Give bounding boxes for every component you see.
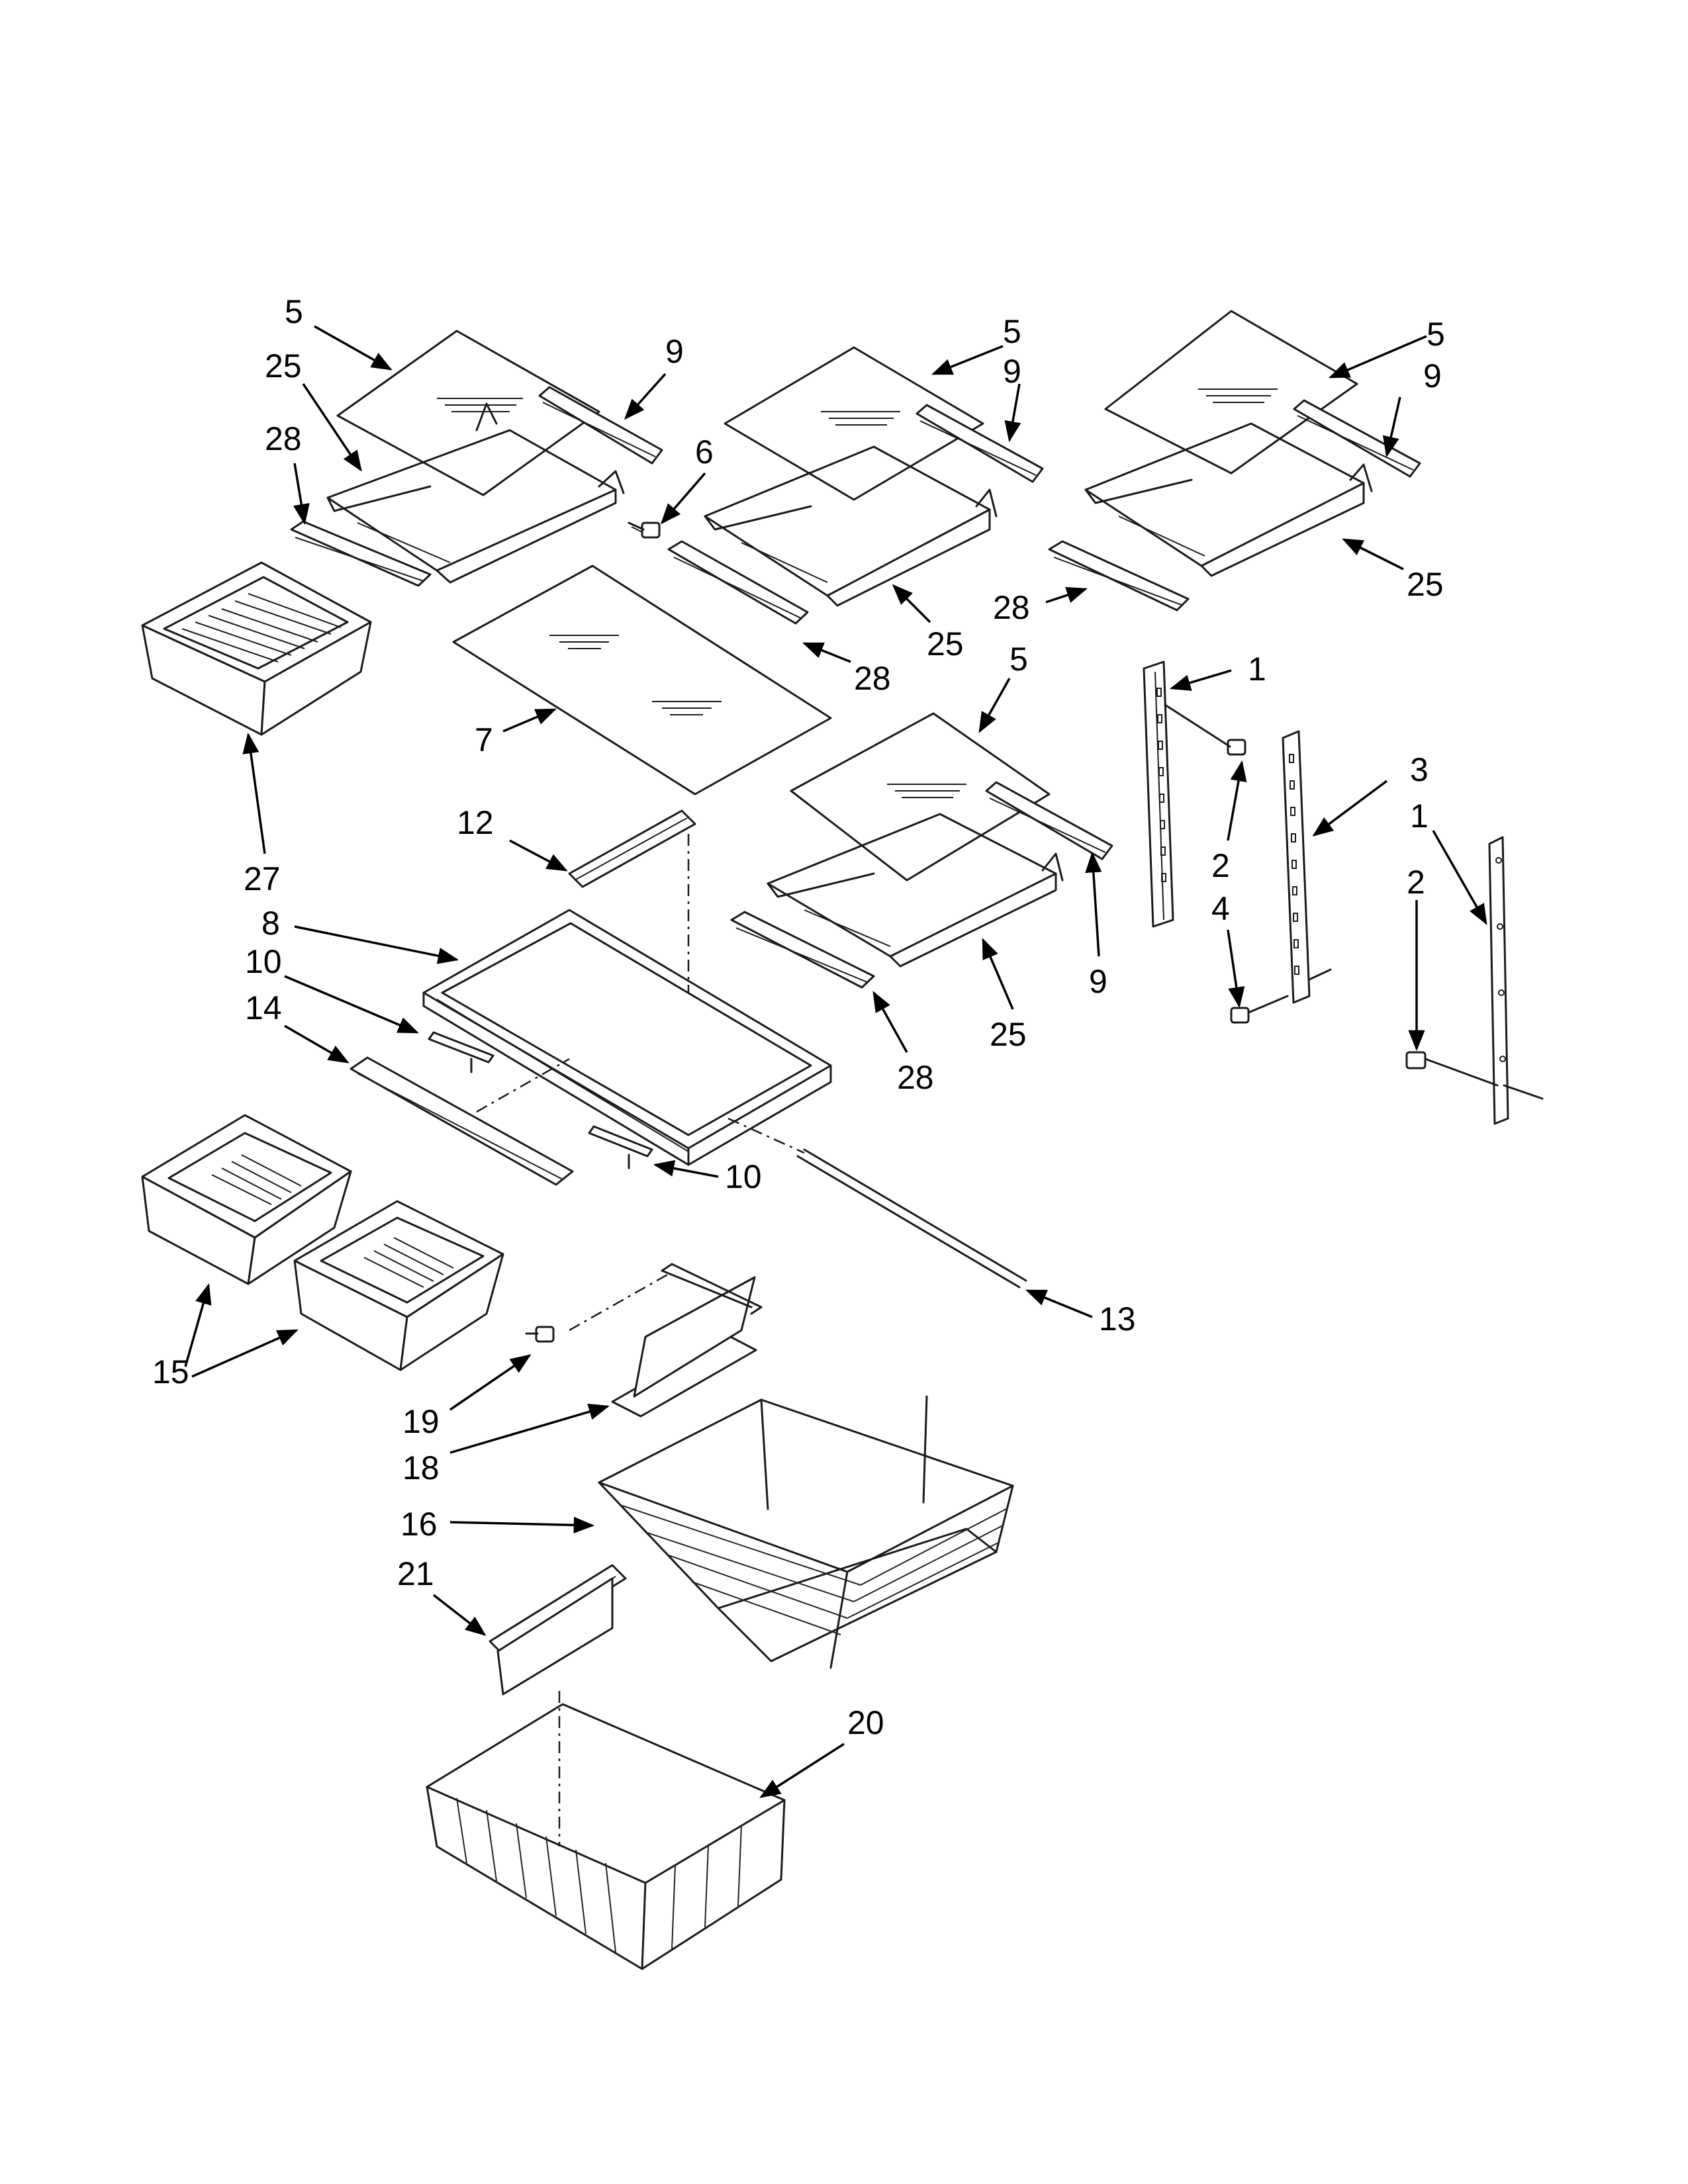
- callout-25: 25: [265, 347, 302, 385]
- screw-2b-icon: [1405, 1051, 1499, 1087]
- callout-labels: 5 25 28 9 6 5 9 25 28 5 9 25 28 7 27 5 9…: [152, 293, 1445, 1741]
- callout-15: 15: [152, 1353, 189, 1390]
- shelf-trim-9a: [538, 386, 663, 465]
- callout-28: 28: [993, 589, 1030, 626]
- crisper-drawer-15b: [293, 1200, 504, 1371]
- callout-2: 2: [1407, 864, 1425, 901]
- wire-basket-20: [425, 1691, 786, 1970]
- cover-bracket-12: [568, 809, 696, 888]
- glass-reflection-5a: [437, 398, 523, 412]
- callout-12: 12: [457, 804, 494, 841]
- callout-14: 14: [245, 989, 282, 1026]
- callout-25: 25: [1407, 566, 1444, 603]
- glass-shelf-5c: [1104, 310, 1358, 475]
- cover-strip-14: [350, 1056, 574, 1186]
- callout-20: 20: [847, 1704, 884, 1741]
- callout-3: 3: [1410, 751, 1429, 788]
- callout-5: 5: [1427, 316, 1445, 353]
- callout-9: 9: [1423, 357, 1442, 394]
- shelf-trim-28b: [667, 540, 809, 625]
- callout-6: 6: [695, 433, 714, 471]
- callout-9: 9: [1089, 963, 1107, 1000]
- crisper-drawer-27: [141, 561, 372, 736]
- callout-10: 10: [245, 943, 282, 980]
- shelf-trim-28d: [730, 911, 875, 989]
- callout-28: 28: [265, 420, 302, 457]
- callout-4: 4: [1211, 890, 1230, 927]
- shelf-assembly-upper-middle: [667, 346, 1044, 625]
- shelf-assembly-upper-left: [290, 330, 663, 587]
- shelf-trim-9d: [985, 781, 1113, 860]
- shelf-trim-9b: [915, 404, 1044, 483]
- crisper-drawer-15a: [141, 1114, 352, 1285]
- callout-25: 25: [990, 1016, 1027, 1053]
- screw-2a-icon: [1164, 704, 1246, 756]
- glass-shelf-5b: [724, 346, 984, 501]
- shelf-trim-28c: [1048, 540, 1190, 612]
- callout-28: 28: [897, 1059, 934, 1096]
- basket-divider-21: [489, 1564, 627, 1696]
- crisper-cover-frame-8: [350, 809, 1027, 1289]
- callout-28: 28: [854, 660, 891, 697]
- callout-5: 5: [285, 293, 303, 330]
- callout-5: 5: [1003, 313, 1021, 350]
- callout-21: 21: [397, 1555, 434, 1592]
- shelf-support-rail-1a: [1143, 660, 1174, 928]
- rod-13: [727, 1117, 1027, 1289]
- slide-10a: [428, 1031, 494, 1073]
- callout-leaders: [184, 325, 1487, 1798]
- slide-10b: [588, 1125, 653, 1169]
- shelf-support-rail-1b: [1488, 836, 1544, 1125]
- basket-divider-18: [569, 1263, 763, 1418]
- callout-19: 19: [402, 1403, 440, 1440]
- callout-18: 18: [402, 1449, 440, 1486]
- callout-9: 9: [1003, 353, 1021, 390]
- shelf-trim-9c: [1293, 399, 1421, 478]
- callout-27: 27: [244, 860, 281, 897]
- glass-shelf-5a: [336, 330, 600, 496]
- screw-6-icon: [628, 522, 661, 539]
- callout-7: 7: [475, 721, 493, 758]
- callout-8: 8: [261, 905, 280, 942]
- callout-16: 16: [400, 1506, 438, 1543]
- callout-2: 2: [1211, 847, 1230, 884]
- shelf-assembly-middle: [730, 712, 1113, 989]
- callout-1: 1: [1410, 797, 1429, 835]
- callout-13: 13: [1099, 1300, 1136, 1338]
- screw-4-icon: [1230, 995, 1289, 1024]
- screw-19-icon: [525, 1326, 555, 1343]
- wire-basket-16: [597, 1395, 1015, 1669]
- callout-9: 9: [665, 333, 684, 370]
- glass-shelf-7: [452, 565, 832, 796]
- callout-25: 25: [927, 625, 964, 662]
- callout-1: 1: [1248, 651, 1266, 688]
- shelf-assembly-upper-right: [1048, 310, 1421, 612]
- callout-10: 10: [725, 1158, 762, 1195]
- callout-5: 5: [1009, 641, 1028, 678]
- shelf-support-rail-3: [1282, 730, 1332, 1004]
